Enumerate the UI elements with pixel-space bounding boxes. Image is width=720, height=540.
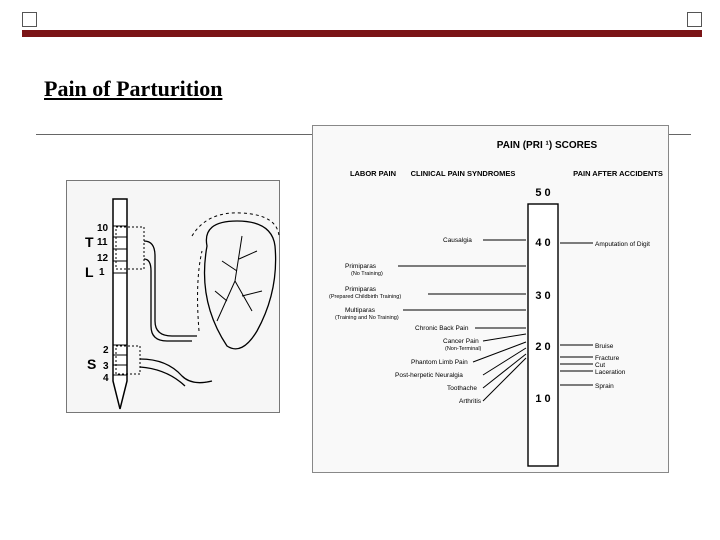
item-multiparas-note: (Training and No Training) <box>335 315 399 321</box>
level-2: 2 <box>103 345 109 356</box>
col-accidents-label: PAIN AFTER ACCIDENTS <box>573 169 663 178</box>
level-S: S <box>87 356 96 372</box>
item-amputation: Amputation of Digit <box>595 241 650 248</box>
item-arthritis: Arthritis <box>459 398 482 405</box>
item-cut: Cut <box>595 362 605 369</box>
item-multiparas: Multiparas <box>345 307 376 314</box>
pain-score-chart: PAIN (PRI ¹) SCORES LABOR PAIN CLINICAL … <box>312 125 669 473</box>
scale-30: 3 0 <box>535 290 550 302</box>
item-primiparas-1: Primiparas <box>345 263 377 270</box>
scale-40: 4 0 <box>535 237 550 249</box>
scale-10: 1 0 <box>535 393 550 405</box>
item-cancer-pain: Cancer Pain <box>443 338 479 345</box>
level-T: T <box>85 234 94 250</box>
item-chronic-back-pain: Chronic Back Pain <box>415 325 469 332</box>
scale-50: 5 0 <box>535 187 550 199</box>
level-4: 4 <box>103 373 109 384</box>
right-square-bullet <box>687 12 702 27</box>
slide-title: Pain of Parturition <box>44 76 223 101</box>
scale-column <box>527 203 559 467</box>
item-fracture: Fracture <box>595 355 620 362</box>
item-phantom-limb: Phantom Limb Pain <box>411 359 468 366</box>
maroon-strip <box>22 30 702 37</box>
item-primiparas-1-note: (No Training) <box>351 271 383 277</box>
left-square-bullet <box>22 12 37 27</box>
top-decorative-bar <box>22 12 702 38</box>
level-11: 11 <box>97 237 108 248</box>
level-3: 3 <box>103 361 109 372</box>
item-toothache: Toothache <box>447 385 477 392</box>
level-12: 12 <box>97 253 109 264</box>
level-10: 10 <box>97 223 109 234</box>
spinal-innervation-figure: 10 T 11 12 L 1 2 S 3 4 <box>66 180 280 413</box>
col-labor-label: LABOR PAIN <box>350 169 396 178</box>
uterus-outline <box>203 220 277 350</box>
item-primiparas-2: Primiparas <box>345 286 377 293</box>
item-bruise: Bruise <box>595 343 614 350</box>
chart-header: PAIN (PRI ¹) SCORES <box>497 140 598 151</box>
spinal-column <box>112 198 128 410</box>
col-clinical-label: CLINICAL PAIN SYNDROMES <box>411 169 516 178</box>
item-laceration: Laceration <box>595 369 626 376</box>
scale-20: 2 0 <box>535 341 550 353</box>
item-sprain: Sprain <box>595 383 614 390</box>
item-postherpetic: Post-herpetic Neuralgia <box>395 372 463 379</box>
level-L: L <box>85 264 94 280</box>
item-cancer-pain-note: (Non-Terminal) <box>445 346 482 352</box>
item-causalgia: Causalgia <box>443 237 472 244</box>
level-1: 1 <box>99 267 105 278</box>
item-primiparas-2-note: (Prepared Childbirth Training) <box>329 294 401 300</box>
